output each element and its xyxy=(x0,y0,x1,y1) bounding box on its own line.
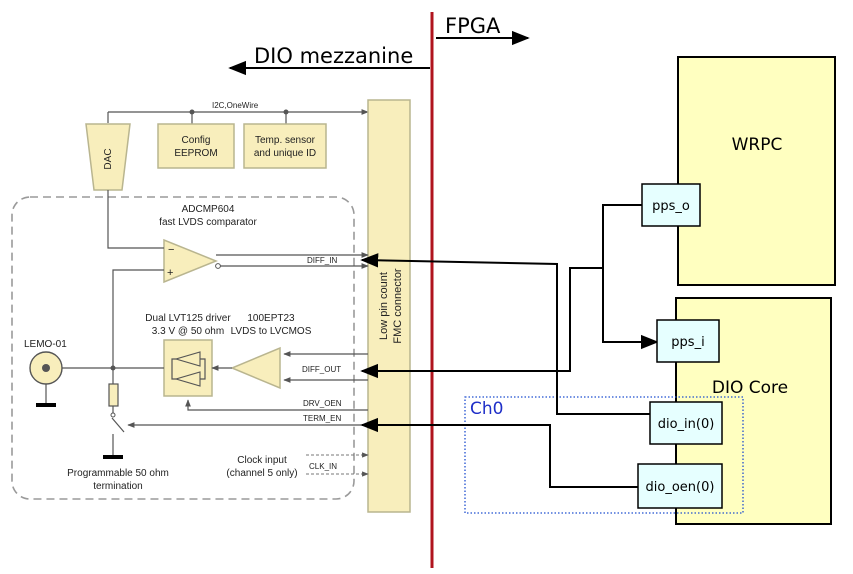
lemo-center-pin xyxy=(42,364,50,372)
port-pps-o-label: pps_o xyxy=(652,199,690,214)
port-pps-i-label: pps_i xyxy=(671,335,704,350)
wrpc-block xyxy=(677,56,836,286)
temp-label-line1: Temp. sensor xyxy=(255,135,316,146)
channel-boundary xyxy=(11,196,355,500)
termination-label-line2: termination xyxy=(93,481,142,492)
drv-oen-wire xyxy=(185,399,368,411)
translator-triangle xyxy=(230,346,281,390)
signal-diff-in: DIFF_IN xyxy=(307,256,337,265)
ch0-label: Ch0 xyxy=(470,399,503,419)
pps-o-to-pps-i-wire xyxy=(602,204,659,350)
clock-label-line1: Clock input xyxy=(237,455,287,466)
wrpc-label: WRPC xyxy=(732,135,783,155)
bus-junction xyxy=(283,109,289,115)
lemo-label: LEMO-01 xyxy=(24,339,67,350)
comparator-triangle xyxy=(163,238,219,284)
config-eeprom-block xyxy=(157,123,235,169)
signal-term-en: TERM_EN xyxy=(303,414,341,423)
fmc-label-line2: FMC connector xyxy=(392,268,404,344)
signal-clk-in: CLK_IN xyxy=(309,462,337,471)
temp-sensor-block xyxy=(243,123,327,169)
port-dio-in xyxy=(649,401,723,445)
i2c-bus-label: I2C,OneWire xyxy=(212,101,259,110)
diff-in-to-dio-in-wire xyxy=(360,253,650,415)
switch-contact xyxy=(110,412,116,418)
driver-internal-wire xyxy=(200,358,206,380)
comparator-plus: + xyxy=(167,267,173,279)
bus-junction xyxy=(189,109,195,115)
dac-label: DAC xyxy=(103,148,114,169)
dio-core-label: DIO Core xyxy=(712,378,788,398)
dac-to-comparator-wire xyxy=(107,190,164,249)
eeprom-label-line2: EEPROM xyxy=(174,148,217,159)
comparator-minus: − xyxy=(168,244,174,256)
clock-label-line2: (channel 5 only) xyxy=(226,468,297,479)
port-dio-oen-label: dio_oen(0) xyxy=(646,480,715,495)
fmc-connector xyxy=(367,99,411,513)
ch0-group xyxy=(464,396,744,514)
comparator-inverting-bubble xyxy=(215,263,221,269)
driver-label-line1: Dual LVT125 driver xyxy=(145,313,231,324)
port-pps-o xyxy=(641,183,701,227)
mezzanine-heading: DIO mezzanine xyxy=(254,44,413,68)
port-dio-in-label: dio_in(0) xyxy=(658,417,715,432)
eeprom-label-line1: Config xyxy=(182,135,211,146)
fmc-label-line1: Low pin count xyxy=(378,272,390,340)
driver-label-line2: 3.3 V @ 50 ohm xyxy=(152,326,224,337)
lemo-to-comparator-wire xyxy=(112,269,164,368)
translator-label-line1: 100EPT23 xyxy=(247,313,295,324)
port-pps-i xyxy=(656,319,720,363)
comparator-label-line2: fast LVDS comparator xyxy=(159,217,257,228)
fpga-heading: FPGA xyxy=(445,14,501,38)
temp-label-line2: and unique ID xyxy=(254,148,316,159)
signal-diff-out: DIFF_OUT xyxy=(302,365,341,374)
termination-resistor xyxy=(108,383,119,407)
port-dio-oen xyxy=(637,463,723,509)
translator-label-line2: LVDS to LVCMOS xyxy=(231,326,312,337)
pps-to-diff-out-wire xyxy=(360,267,603,379)
termination-switch xyxy=(111,417,125,433)
dio-oen-to-term-en-wire xyxy=(360,417,638,488)
signal-drv-oen: DRV_OEN xyxy=(303,399,342,408)
dac-block xyxy=(85,123,131,191)
driver-internal-wire xyxy=(171,358,176,380)
termination-label-line1: Programmable 50 ohm xyxy=(67,468,169,479)
comparator-label-line1: ADCMP604 xyxy=(182,204,235,215)
